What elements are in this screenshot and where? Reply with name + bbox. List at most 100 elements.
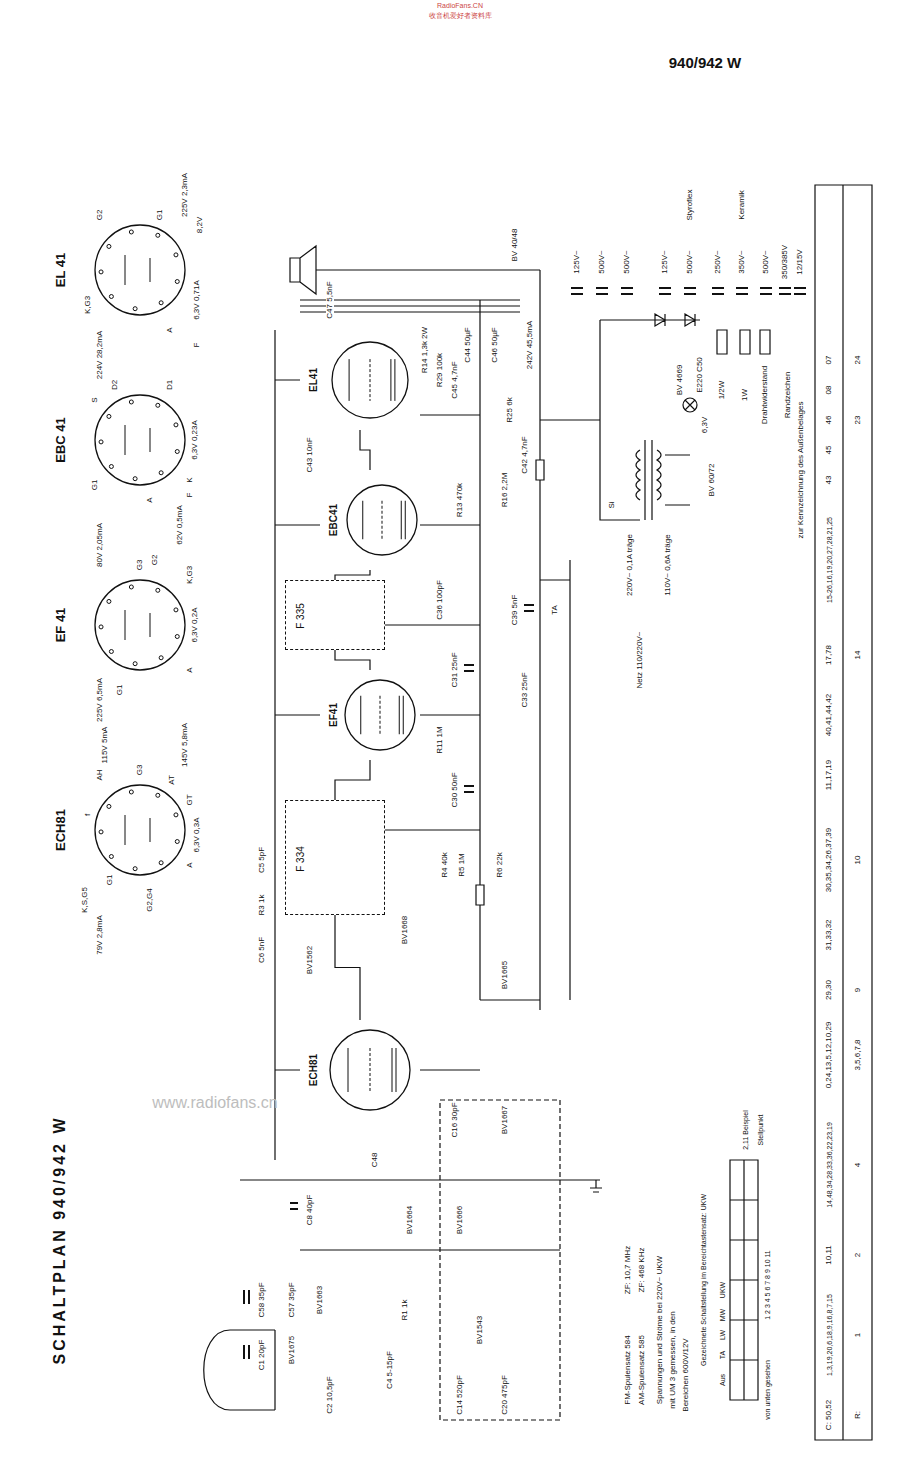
ground-symbol bbox=[590, 1180, 602, 1192]
component-label: 6,3V 0,2A bbox=[191, 606, 199, 643]
component-label: 1 bbox=[854, 1332, 862, 1338]
component-label: 6,3V 0,71A bbox=[193, 279, 201, 321]
signal-connector bbox=[335, 570, 370, 580]
component-label: 4 bbox=[854, 1162, 862, 1168]
component-label: AH bbox=[96, 768, 104, 781]
component-label: 1,3,19,20,6,18,9,16,8,7,15 bbox=[826, 1293, 833, 1377]
tube-envelope bbox=[345, 680, 415, 750]
tube-name: EF 41 bbox=[54, 607, 67, 644]
component-label: ZF: 10,7 MHz bbox=[624, 1245, 632, 1295]
component-label: K,G3 bbox=[84, 295, 92, 315]
component-label: K bbox=[186, 476, 194, 483]
component-label: F bbox=[193, 342, 201, 349]
schematic-group bbox=[204, 185, 872, 1440]
component-label: R1 1k bbox=[401, 1299, 409, 1322]
component-label: C20 475pF bbox=[501, 1374, 509, 1416]
dipole-antenna bbox=[204, 1330, 230, 1410]
component-label: C16 30pF bbox=[451, 1101, 459, 1138]
component-label: G2 bbox=[151, 554, 159, 567]
component-label: Gezeichnete Schaltstellung im Bereichtas… bbox=[700, 1193, 707, 1367]
component-label: C: 50,52 bbox=[825, 1399, 833, 1431]
model-number: 940/942 W bbox=[668, 55, 743, 70]
component-label: LW bbox=[719, 1329, 726, 1341]
component-label: BV1663 bbox=[316, 1285, 324, 1315]
tube-envelope bbox=[347, 485, 417, 555]
tube-name: F 335 bbox=[296, 602, 306, 630]
tube-name: EBC41 bbox=[329, 503, 339, 537]
component-label: BV1668 bbox=[401, 915, 409, 945]
component-label: BV1665 bbox=[501, 960, 509, 990]
component-label: C31 25nF bbox=[451, 651, 459, 688]
component-label: Keramik bbox=[738, 189, 746, 220]
tube-name: ECH81 bbox=[54, 808, 67, 852]
component-label: 11,17,19 bbox=[825, 759, 833, 792]
component-label: 500V~ bbox=[686, 249, 694, 274]
component-label: A bbox=[166, 326, 174, 333]
component-label: R25 6k bbox=[506, 396, 514, 423]
component-label: R: bbox=[854, 1410, 862, 1420]
component-label: TA bbox=[719, 1350, 726, 1360]
component-label: 350V~ bbox=[738, 249, 746, 274]
component-label: 500V~ bbox=[598, 249, 606, 274]
component-label: R29 100k bbox=[436, 352, 444, 388]
wire bbox=[230, 270, 700, 1410]
component-label: Spannungen und Ströme bei 220V~ UKW bbox=[656, 1255, 664, 1405]
component-label: f bbox=[84, 813, 92, 817]
pin-markers bbox=[99, 400, 179, 481]
component-label: 6,3V 0,23A bbox=[191, 419, 199, 461]
component-label: zur Kennzeichnung des Außenbelages bbox=[797, 401, 805, 540]
component-label: G1 bbox=[156, 209, 164, 222]
component-label: 6,3V bbox=[701, 416, 709, 434]
component-label: C5 5pF bbox=[258, 846, 266, 874]
component-label: 17,78 bbox=[825, 644, 833, 666]
component-label: A bbox=[186, 861, 194, 868]
component-label: A bbox=[146, 496, 154, 503]
component-label: mit UM 3 gemessen, in den bbox=[669, 1310, 677, 1409]
component-label: BV 60/72 bbox=[708, 463, 716, 498]
component-label: 145V 5,8mA bbox=[181, 722, 189, 768]
component-label: BV1543 bbox=[476, 1315, 484, 1345]
component-label: C45 4,7nF bbox=[451, 360, 459, 399]
component-label: 31,33,32 bbox=[825, 918, 833, 951]
component-label: 110V~ 0,6A träge bbox=[664, 533, 672, 596]
component-label: C46 50µF bbox=[491, 326, 499, 363]
component-label: BV1666 bbox=[456, 1205, 464, 1235]
component-label: C8 40pF bbox=[306, 1194, 314, 1227]
tube-pinout: EF 41 bbox=[40, 565, 190, 685]
component-label: 242V 45,5mA bbox=[526, 320, 534, 370]
component-label: 6,3V 0,3A bbox=[193, 816, 201, 853]
parts-table bbox=[815, 185, 872, 1440]
component-label: 125V~ bbox=[573, 249, 581, 274]
component-label: C2 10,5pF bbox=[326, 1375, 334, 1414]
component-label: Aus bbox=[719, 1373, 726, 1387]
tube-symbol: ECH81 bbox=[300, 1020, 420, 1120]
tube-electrodes bbox=[349, 359, 395, 401]
tube-envelope bbox=[95, 580, 185, 670]
component-label: 14 bbox=[854, 650, 862, 661]
tube-name: EBC 41 bbox=[54, 416, 67, 464]
signal-connector bbox=[360, 430, 370, 470]
pin-markers bbox=[99, 790, 179, 871]
component-label: 125V~ bbox=[661, 249, 669, 274]
tube-name: F 334 bbox=[296, 845, 306, 873]
component-label: C14 520pF bbox=[456, 1374, 464, 1416]
component-label: 10,11 bbox=[825, 1244, 833, 1265]
component-label: 07 bbox=[825, 355, 833, 366]
tube-envelope bbox=[95, 395, 185, 485]
component-label: 224V 28,2mA bbox=[96, 330, 104, 380]
tube-pinout: EBC 41 bbox=[40, 380, 190, 500]
component-label: AM-Spulensatz 585 bbox=[638, 1334, 646, 1406]
component-label: 250V~ bbox=[714, 249, 722, 274]
component-label: 8,2V bbox=[196, 216, 204, 234]
component-label: R14 1,3k 2W bbox=[421, 326, 429, 374]
pilot-lamp-cross bbox=[685, 400, 695, 410]
tube-envelope bbox=[332, 342, 408, 418]
tuner-frame bbox=[440, 1100, 560, 1420]
tube-pinout: ECH81 bbox=[40, 770, 190, 890]
component-label: Netz 110/220V~ bbox=[636, 630, 644, 689]
component-label: 79V 2,8mA bbox=[96, 914, 104, 956]
